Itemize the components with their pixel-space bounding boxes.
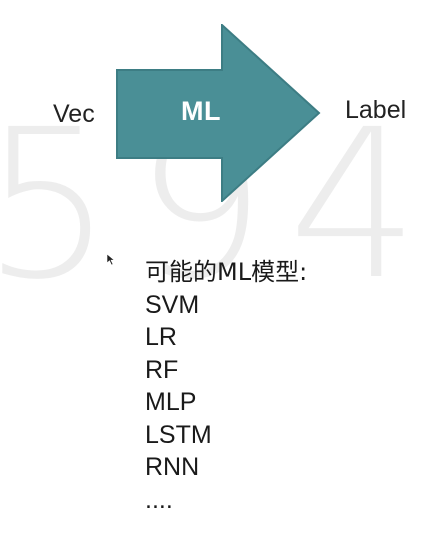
list-item: RF xyxy=(145,355,179,384)
arrow-label: ML xyxy=(181,96,221,126)
list-item: RNN xyxy=(145,453,200,481)
model-list: 可能的ML模型: SVM LR RF MLP LSTM RNN .... xyxy=(145,256,307,516)
arrow-polygon xyxy=(116,24,321,202)
list-item: SVM xyxy=(145,290,200,319)
model-list-heading: 可能的ML模型: xyxy=(145,258,308,286)
list-item: .... xyxy=(145,485,173,514)
mouse-pointer-icon xyxy=(106,253,116,266)
output-label: Label xyxy=(345,96,407,124)
list-item: LR xyxy=(145,323,177,351)
input-label: Vec xyxy=(53,100,95,128)
list-item: LSTM xyxy=(145,420,212,449)
ml-arrow-shape xyxy=(116,24,321,202)
list-item: MLP xyxy=(145,388,197,416)
